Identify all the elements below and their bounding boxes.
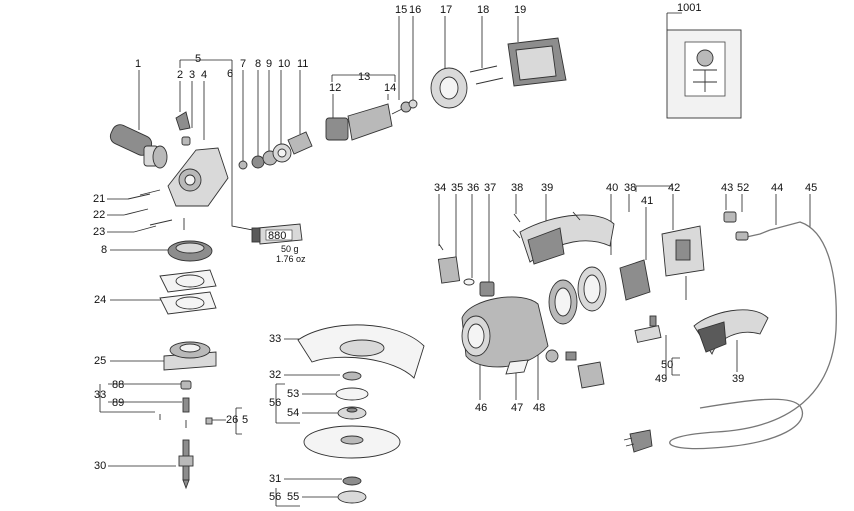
label-part-18: 18 bbox=[477, 4, 489, 16]
label-part-31: 31 bbox=[269, 473, 281, 485]
rear-handle-half bbox=[693, 309, 769, 355]
label-part-8: 8 bbox=[255, 58, 261, 70]
label-part-88: 88 bbox=[112, 379, 124, 391]
label-part-2: 2 bbox=[177, 69, 183, 81]
label-part-1: 1 bbox=[135, 58, 141, 70]
label-part-11: 11 bbox=[297, 58, 308, 70]
label-part-41: 41 bbox=[641, 195, 653, 207]
gear-housing bbox=[167, 147, 229, 207]
motor-housing bbox=[461, 296, 549, 368]
label-part-4: 4 bbox=[201, 69, 207, 81]
wiring-diagram-box bbox=[666, 29, 742, 119]
label-part-24: 24 bbox=[94, 294, 106, 306]
label-part-1001: 1001 bbox=[677, 2, 701, 14]
bearing-flange bbox=[163, 341, 217, 371]
label-part-16: 16 bbox=[409, 4, 421, 16]
grease-tube: 880 50 g 1.76 oz bbox=[251, 223, 306, 264]
misc-bottom-parts bbox=[505, 315, 662, 389]
label-part-19: 19 bbox=[514, 4, 526, 16]
gasket-plates bbox=[159, 269, 217, 315]
flange-washers bbox=[335, 371, 369, 420]
label-part-44: 44 bbox=[771, 182, 783, 194]
screws-21-22-23 bbox=[123, 189, 185, 233]
label-part-46: 46 bbox=[475, 402, 487, 414]
label-part-37: 37 bbox=[484, 182, 496, 194]
stator bbox=[507, 37, 567, 87]
label-part-9: 9 bbox=[266, 58, 272, 70]
label-part-49: 49 bbox=[655, 373, 667, 385]
terminal-blocks bbox=[619, 225, 705, 301]
label-part-22: 22 bbox=[93, 209, 105, 221]
label-part-25: 25 bbox=[94, 355, 106, 367]
cable-clamp bbox=[723, 211, 737, 223]
label-part-39a: 39 bbox=[541, 182, 553, 194]
label-part-47: 47 bbox=[511, 402, 523, 414]
wheel-guard bbox=[297, 324, 425, 379]
armature bbox=[325, 99, 418, 141]
fan-baffle bbox=[430, 67, 468, 109]
part-labels: 1 2 3 4 5 6 7 8 9 10 11 12 13 14 15 16 1… bbox=[93, 2, 817, 503]
label-part-36: 36 bbox=[467, 182, 479, 194]
stator-screws bbox=[469, 65, 504, 85]
grinding-disc bbox=[303, 425, 401, 459]
label-part-56a: 56 bbox=[269, 397, 281, 409]
label-part-42: 42 bbox=[668, 182, 680, 194]
bevel-gear bbox=[167, 240, 213, 262]
label-part-5: 5 bbox=[195, 53, 201, 65]
label-part-30: 30 bbox=[94, 460, 106, 472]
bearing-stack bbox=[238, 131, 313, 170]
grease-number: 880 bbox=[268, 230, 286, 242]
label-part-45: 45 bbox=[805, 182, 817, 194]
label-part-56b: 56 bbox=[269, 491, 281, 503]
label-part-53: 53 bbox=[287, 388, 299, 400]
label-part-6: 6 bbox=[227, 68, 233, 80]
label-part-43: 43 bbox=[721, 182, 733, 194]
fan-rings bbox=[548, 266, 607, 325]
grease-weight-oz: 1.76 oz bbox=[276, 254, 306, 264]
clamp-lever-and-spring bbox=[175, 111, 191, 146]
label-part-32: 32 bbox=[269, 369, 281, 381]
label-part-39b: 39 bbox=[732, 373, 744, 385]
small-parts-34-37 bbox=[437, 243, 495, 297]
label-part-40: 40 bbox=[606, 182, 618, 194]
grease-weight-g: 50 g bbox=[281, 244, 299, 254]
label-part-8b: 8 bbox=[101, 244, 107, 256]
label-part-7: 7 bbox=[240, 58, 246, 70]
label-part-17: 17 bbox=[440, 4, 452, 16]
label-part-23: 23 bbox=[93, 226, 105, 238]
label-part-52: 52 bbox=[737, 182, 749, 194]
label-part-34: 34 bbox=[434, 182, 446, 194]
label-part-10: 10 bbox=[278, 58, 290, 70]
label-part-12: 12 bbox=[329, 82, 341, 94]
label-part-54: 54 bbox=[287, 407, 299, 419]
label-part-50: 50 bbox=[661, 359, 673, 371]
side-handle bbox=[109, 124, 168, 169]
handle-half-top bbox=[519, 214, 615, 265]
spindle-parts bbox=[159, 380, 213, 490]
label-part-14: 14 bbox=[384, 82, 396, 94]
label-part-48: 48 bbox=[533, 402, 545, 414]
label-part-38a: 38 bbox=[511, 182, 523, 194]
label-part-33b: 33 bbox=[269, 333, 281, 345]
handle-screws bbox=[512, 211, 581, 239]
label-part-55: 55 bbox=[287, 491, 299, 503]
label-part-21: 21 bbox=[93, 193, 105, 205]
label-part-15: 15 bbox=[395, 4, 407, 16]
label-part-35: 35 bbox=[451, 182, 463, 194]
label-part-3: 3 bbox=[189, 69, 195, 81]
label-part-38b: 38 bbox=[624, 182, 636, 194]
power-cable bbox=[623, 221, 837, 453]
label-part-5b: 5 bbox=[242, 414, 248, 426]
label-part-13: 13 bbox=[358, 71, 370, 83]
label-part-89: 89 bbox=[112, 397, 124, 409]
clamping-nut bbox=[337, 476, 367, 504]
label-part-26: 26 bbox=[226, 414, 238, 426]
